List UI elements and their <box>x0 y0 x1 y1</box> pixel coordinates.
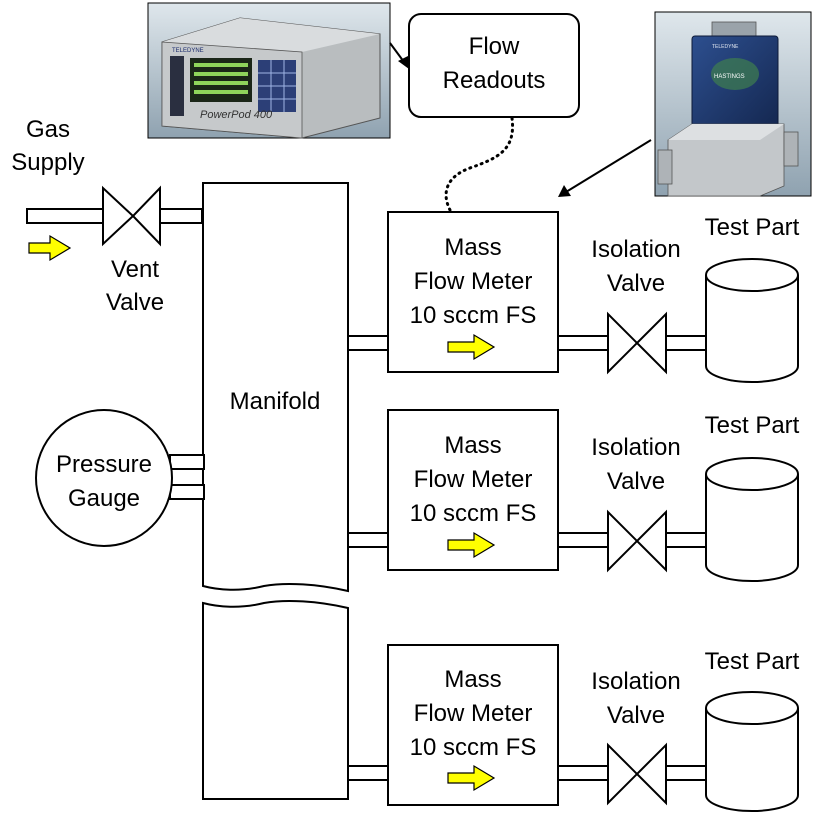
branch-2-inlet-pipe <box>347 532 389 548</box>
vent-valve <box>102 185 161 247</box>
branch-2: Mass Flow Meter 10 sccm FS Isolation Val… <box>347 409 800 582</box>
test-part-3-label: Test Part <box>705 648 800 675</box>
isolation-valve-3-label-1: Isolation <box>591 668 680 695</box>
photo-connector-arrows <box>389 42 652 197</box>
meter-2-line-3: 10 sccm FS <box>410 500 537 527</box>
branch-1: Mass Flow Meter 10 sccm FS Isolation Val… <box>347 211 800 383</box>
branch-3-mid-pipe <box>557 765 609 781</box>
branch-3-inlet-pipe <box>347 765 389 781</box>
branch-3: Mass Flow Meter 10 sccm FS Isolation Val… <box>347 644 800 812</box>
flow-meter-photo: TELEDYNE HASTINGS <box>654 11 812 197</box>
meter-2-line-1: Mass <box>444 432 501 459</box>
supply-pipe-inlet <box>26 208 106 224</box>
meter-1-line-2: Flow Meter <box>414 268 533 295</box>
isolation-valve-2-label-1: Isolation <box>591 434 680 461</box>
isolation-valve-3-right <box>635 742 667 806</box>
branch-2-mid-pipe <box>557 532 609 548</box>
supply-flow-arrow <box>28 234 72 262</box>
meter-2-flow-arrow <box>447 531 496 559</box>
readout-unit-photo: TELEDYNE PowerPod 400 <box>147 2 391 139</box>
flow-readouts-label-2: Readouts <box>443 67 546 94</box>
meter-1-line-3: 10 sccm FS <box>410 302 537 329</box>
test-part-2 <box>705 457 799 582</box>
vent-valve-label-1: Vent <box>111 256 159 283</box>
meter-photo-brand: TELEDYNE <box>712 44 739 50</box>
isolation-valve-1-left <box>607 311 639 375</box>
pressure-gauge-label-2: Gauge <box>68 485 140 512</box>
gas-supply-label-2: Supply <box>11 149 84 176</box>
branch-3-outlet-pipe <box>665 765 707 781</box>
readout-model: PowerPod 400 <box>200 109 273 121</box>
isolation-valve-1-right <box>635 311 667 375</box>
isolation-valve-1-label-1: Isolation <box>591 236 680 263</box>
isolation-valve-3-label-2: Valve <box>607 702 665 729</box>
isolation-valve-2-label-2: Valve <box>607 468 665 495</box>
pressure-gauge <box>35 409 173 547</box>
meter-1-line-1: Mass <box>444 234 501 261</box>
meter-3-line-1: Mass <box>444 666 501 693</box>
gauge-pipe-top <box>169 454 205 470</box>
flow-readouts-label-1: Flow <box>469 33 520 60</box>
pressure-gauge-label-1: Pressure <box>56 451 152 478</box>
meter-3-line-2: Flow Meter <box>414 700 533 727</box>
branch-1-mid-pipe <box>557 335 609 351</box>
meter-2-line-2: Flow Meter <box>414 466 533 493</box>
readout-brand: TELEDYNE <box>172 48 204 54</box>
test-part-1-label: Test Part <box>705 214 800 241</box>
meter-1-flow-arrow <box>447 333 496 361</box>
manifold-label: Manifold <box>230 388 321 415</box>
manifold <box>202 182 349 800</box>
isolation-valve-3-left <box>607 742 639 806</box>
test-part-2-label: Test Part <box>705 412 800 439</box>
gauge-pipe-bottom <box>169 484 205 500</box>
test-part-1 <box>705 258 799 383</box>
meter-3-flow-arrow <box>447 764 496 792</box>
branch-1-outlet-pipe <box>665 335 707 351</box>
supply-pipe-outlet <box>159 208 203 224</box>
isolation-valve-1-label-2: Valve <box>607 270 665 297</box>
vent-valve-label-2: Valve <box>106 289 164 316</box>
test-part-3 <box>705 691 799 812</box>
gas-supply-label-1: Gas <box>26 116 70 143</box>
signal-cable <box>444 116 515 212</box>
isolation-valve-2-right <box>635 509 667 573</box>
isolation-valve-2-left <box>607 509 639 573</box>
branch-2-outlet-pipe <box>665 532 707 548</box>
meter-3-line-3: 10 sccm FS <box>410 734 537 761</box>
flow-readouts-box: Flow Readouts <box>408 13 580 118</box>
branch-1-inlet-pipe <box>347 335 389 351</box>
meter-photo-model: HASTINGS <box>714 74 745 80</box>
